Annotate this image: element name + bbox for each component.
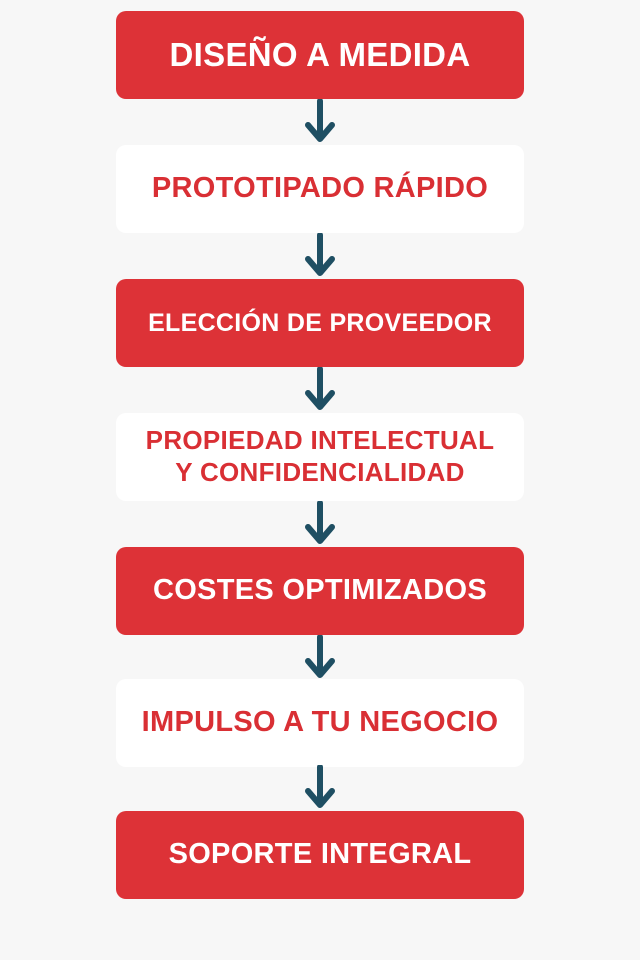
step-prototipado-rapido: PROTOTIPADO RÁPIDO	[116, 145, 524, 233]
arrow-down-icon	[304, 367, 336, 413]
step-label: DISEÑO A MEDIDA	[169, 35, 471, 73]
step-soporte-integral: SOPORTE INTEGRAL	[116, 811, 524, 899]
step-diseno-a-medida: DISEÑO A MEDIDA	[116, 11, 524, 99]
step-label: PROPIEDAD INTELECTUAL Y CONFIDENCIALIDAD	[145, 425, 495, 487]
step-label: ELECCIÓN DE PROVEEDOR	[148, 308, 492, 337]
step-label: SOPORTE INTEGRAL	[168, 838, 472, 871]
step-label: COSTES OPTIMIZADOS	[152, 574, 488, 607]
arrow-down-icon	[304, 233, 336, 279]
step-label: PROTOTIPADO RÁPIDO	[151, 172, 489, 205]
arrow-down-icon	[304, 635, 336, 681]
step-eleccion-de-proveedor: ELECCIÓN DE PROVEEDOR	[116, 279, 524, 367]
step-propiedad-intelectual: PROPIEDAD INTELECTUAL Y CONFIDENCIALIDAD	[116, 413, 524, 501]
arrow-down-icon	[304, 501, 336, 547]
step-label: IMPULSO A TU NEGOCIO	[141, 706, 499, 739]
step-costes-optimizados: COSTES OPTIMIZADOS	[116, 547, 524, 635]
arrow-down-icon	[304, 99, 336, 145]
arrow-down-icon	[304, 765, 336, 811]
step-impulso-a-tu-negocio: IMPULSO A TU NEGOCIO	[116, 679, 524, 767]
